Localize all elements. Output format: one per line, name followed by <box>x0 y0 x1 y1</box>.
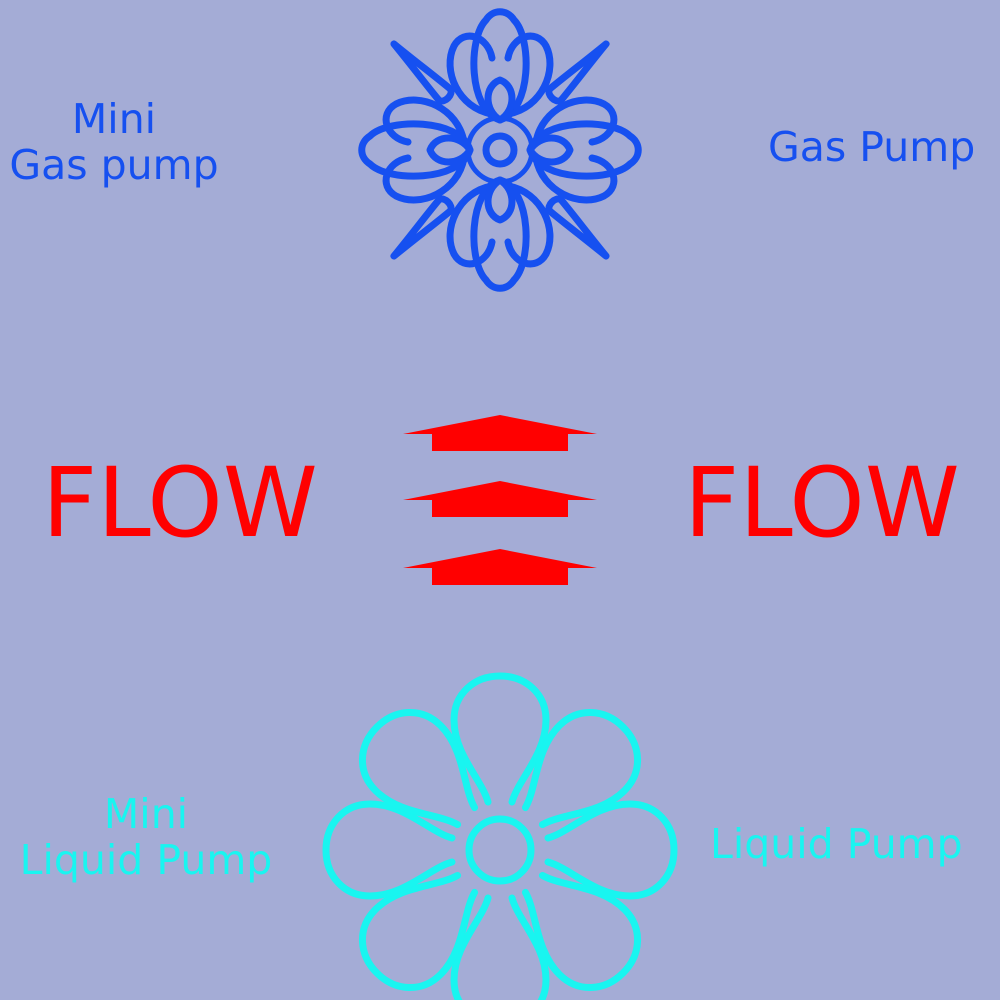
mini-gas-pump-label: Mini Gas pump <box>0 95 228 189</box>
flow-label-right: FLOW <box>684 447 960 559</box>
gas-pump-label: Gas Pump <box>768 123 976 171</box>
mini-gas-pump-label-line2: Gas pump <box>9 140 219 189</box>
mini-liquid-pump-label-line2: Liquid Pump <box>19 835 273 884</box>
mini-gas-pump-label-line1: Mini <box>71 95 157 143</box>
mini-liquid-pump-label: Mini Liquid Pump <box>0 790 292 884</box>
liquid-pump-label: Liquid Pump <box>710 820 963 868</box>
mini-liquid-pump-label-line1: Mini <box>103 790 189 838</box>
flow-label-left: FLOW <box>42 447 318 559</box>
